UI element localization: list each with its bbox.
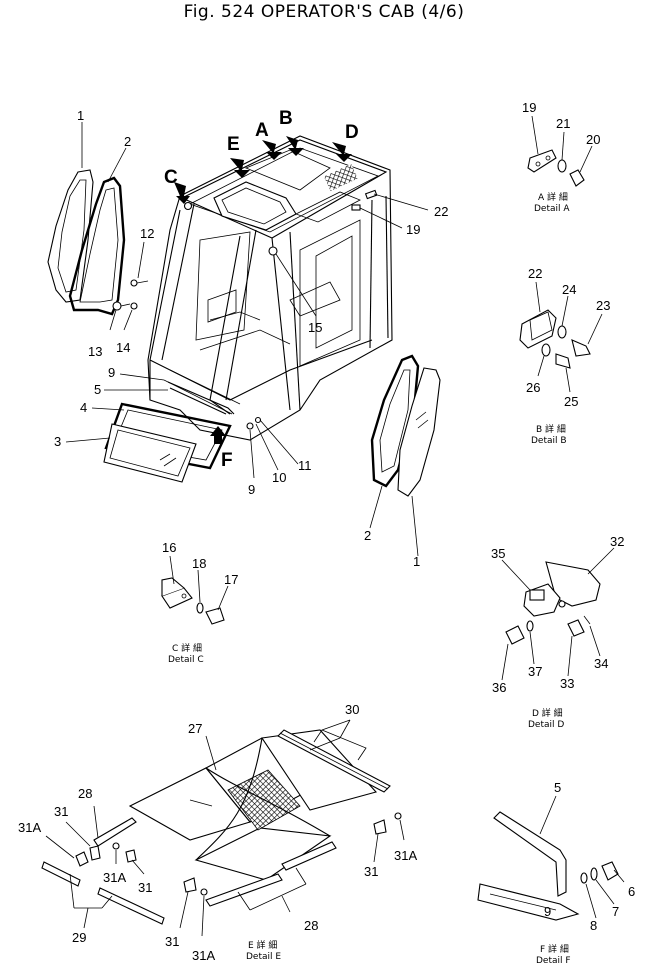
label-2-left: 2 (124, 134, 131, 149)
arrow-label-b: B (279, 108, 293, 129)
label-1-right: 1 (413, 554, 420, 569)
label-15: 15 (308, 320, 322, 335)
arrow-label-e: E (227, 134, 240, 155)
label-14: 14 (116, 340, 130, 355)
label-19: 19 (406, 222, 420, 237)
label-2-right: 2 (364, 528, 371, 543)
roof-panel-right (261, 729, 378, 811)
detail-c-caption: Detail C (168, 655, 204, 665)
handrail (167, 381, 235, 415)
lower-windshield-glass (103, 423, 197, 483)
detail-b-part-25: 25 (564, 394, 578, 409)
detail-f-caption: Detail F (536, 956, 571, 965)
detail-e-part-31A-d: 31A (394, 848, 417, 863)
detail-e-part-31A-c: 31A (192, 948, 215, 963)
detail-b: 22 24 23 26 25 B 詳 細 Detail B (519, 266, 610, 446)
detail-c-caption-jp: C 詳 細 (172, 642, 202, 654)
label-4: 4 (80, 400, 87, 415)
detail-d-part-32: 32 (610, 534, 624, 549)
arrow-label-d: D (345, 122, 359, 143)
label-9-top: 9 (108, 365, 115, 380)
detail-b-part-24: 24 (562, 282, 576, 297)
label-11: 11 (298, 458, 312, 473)
label-10: 10 (272, 470, 286, 485)
detail-f-part-5: 5 (554, 780, 561, 795)
detail-e-part-28-bottom: 28 (304, 918, 318, 933)
detail-a-part-20: 20 (586, 132, 600, 147)
detail-f-part-9: 9 (544, 904, 551, 919)
detail-f-caption-jp: F 詳 細 (540, 943, 569, 955)
detail-b-caption-jp: B 詳 細 (536, 423, 566, 435)
direction-arrows (174, 136, 352, 444)
roof-hatch (213, 181, 297, 231)
detail-f-part-8: 8 (590, 918, 597, 933)
detail-a-part-19: 19 (522, 100, 536, 115)
detail-e-caption: Detail E (246, 952, 281, 962)
detail-d-part-37: 37 (528, 664, 542, 679)
detail-e-part-31-d: 31 (364, 864, 378, 879)
detail-e-part-29: 29 (72, 930, 86, 945)
detail-e-part-31A-a: 31A (18, 820, 41, 835)
detail-b-part-23: 23 (596, 298, 610, 313)
detail-b-part-26: 26 (526, 380, 540, 395)
label-12: 12 (140, 226, 154, 241)
detail-a-part-21: 21 (556, 116, 570, 131)
detail-d: 35 32 36 37 33 34 D 詳 細 Detail D (491, 534, 624, 730)
detail-d-part-34: 34 (594, 656, 608, 671)
arrow-label-c: C (164, 167, 178, 188)
detail-c-part-16: 16 (162, 540, 176, 555)
detail-d-caption-jp: D 詳 細 (532, 707, 563, 719)
label-9-bottom: 9 (248, 482, 255, 497)
detail-d-part-35: 35 (491, 546, 505, 561)
detail-a-caption: Detail A (534, 204, 570, 214)
detail-d-part-33: 33 (560, 676, 574, 691)
detail-a-caption-jp: A 詳 細 (538, 191, 568, 203)
detail-f: 5 6 7 8 9 F 詳 細 Detail F (477, 780, 635, 965)
detail-d-caption: Detail D (528, 720, 564, 730)
cab-frame (147, 135, 393, 441)
detail-b-part-22: 22 (528, 266, 542, 281)
label-13: 13 (88, 344, 102, 359)
right-window-glass (397, 367, 441, 497)
detail-c: 16 18 17 C 詳 細 Detail C (161, 540, 238, 665)
right-window-seal (370, 354, 420, 488)
detail-e-part-31A-b: 31A (103, 870, 126, 885)
left-window-seal (68, 176, 126, 316)
left-window-glass (47, 169, 94, 303)
arrow-label-a: A (255, 120, 269, 141)
detail-e-part-31-b: 31 (138, 880, 152, 895)
handrail-detail (493, 811, 567, 897)
detail-d-part-36: 36 (492, 680, 506, 695)
detail-c-part-17: 17 (224, 572, 238, 587)
detail-f-part-7: 7 (612, 904, 619, 919)
figure-title: Fig. 524 OPERATOR'S CAB (4/6) (183, 2, 465, 22)
label-1-left: 1 (77, 108, 84, 123)
detail-f-part-6: 6 (628, 884, 635, 899)
detail-e: 30 27 28 31 31A 31A 31 31 31A 31 31A 28 … (18, 702, 417, 963)
roof-vent-mesh (323, 163, 358, 192)
detail-c-part-18: 18 (192, 556, 206, 571)
label-3: 3 (54, 434, 61, 449)
label-5: 5 (94, 382, 101, 397)
detail-b-caption: Detail B (531, 436, 567, 446)
arrow-label-f: F (221, 450, 233, 471)
detail-e-part-31-c: 31 (165, 934, 179, 949)
label-22: 22 (434, 204, 448, 219)
detail-a: 19 21 20 A 詳 細 Detail A (522, 100, 600, 214)
detail-e-part-28-left: 28 (78, 786, 92, 801)
detail-e-caption-jp: E 詳 細 (248, 939, 277, 951)
cab-assembly: 1 2 12 13 14 9 5 4 3 9 10 11 15 22 19 2 … (47, 108, 448, 569)
roof-panel-left (128, 767, 251, 841)
detail-e-part-31-a: 31 (54, 804, 68, 819)
detail-e-part-30: 30 (345, 702, 359, 717)
detail-e-part-27: 27 (188, 721, 202, 736)
